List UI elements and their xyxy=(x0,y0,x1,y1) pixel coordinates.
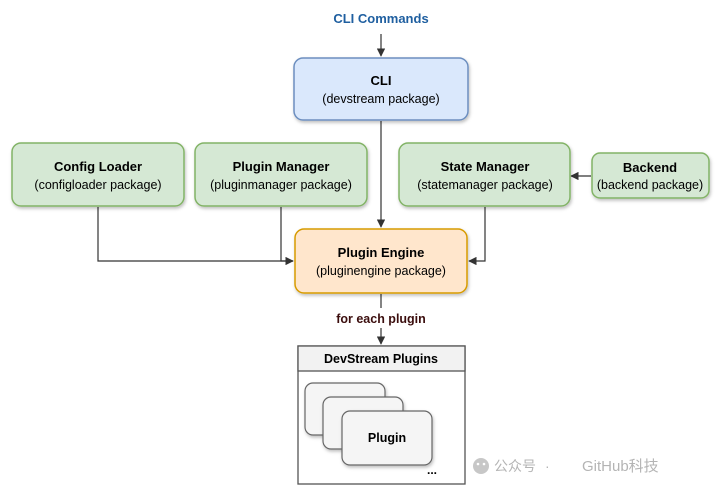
arrow-pluginmanager-to-engine xyxy=(280,207,293,262)
node-state-manager-box xyxy=(398,142,571,207)
plugin-card-front xyxy=(341,410,433,466)
wechat-icon xyxy=(473,458,489,474)
plugins-ellipsis: ... xyxy=(427,463,437,477)
node-plugin-manager: Plugin Manager (pluginmanager package) xyxy=(194,142,368,207)
plugins-container: DevStream Plugins Plugin ... xyxy=(297,345,466,485)
watermark: 公众号 · GitHub科技 xyxy=(473,458,659,475)
watermark-name: GitHub科技 xyxy=(582,458,659,475)
node-plugin-engine: Plugin Engine (pluginengine package) xyxy=(294,228,468,294)
plugins-container-header xyxy=(297,345,466,372)
node-backend-title: Backend xyxy=(623,160,677,175)
node-state-manager: State Manager (statemanager package) xyxy=(398,142,571,207)
node-config-loader-box xyxy=(11,142,185,207)
node-cli-subtitle: (devstream package) xyxy=(322,92,439,106)
edge-label-for-each-plugin: for each plugin xyxy=(336,312,426,326)
node-cli: CLI (devstream package) xyxy=(293,57,469,121)
node-cli-title: CLI xyxy=(371,73,392,88)
node-plugin-engine-box xyxy=(294,228,468,294)
node-backend: Backend (backend package) xyxy=(591,152,710,199)
node-backend-box xyxy=(591,152,710,199)
node-plugin-engine-title: Plugin Engine xyxy=(338,245,425,260)
node-plugin-manager-box xyxy=(194,142,368,207)
node-plugin-manager-subtitle: (pluginmanager package) xyxy=(210,178,352,192)
node-backend-subtitle: (backend package) xyxy=(597,178,703,192)
arrow-configloader-to-engine xyxy=(97,207,294,266)
plugins-container-title: DevStream Plugins xyxy=(324,352,438,366)
edge-label-bg xyxy=(324,308,438,328)
node-cli-box xyxy=(293,57,469,121)
node-state-manager-subtitle: (statemanager package) xyxy=(417,178,553,192)
node-config-loader-title: Config Loader xyxy=(54,159,142,174)
node-state-manager-title: State Manager xyxy=(441,159,530,174)
node-plugin-manager-title: Plugin Manager xyxy=(233,159,330,174)
node-plugin-engine-subtitle: (pluginengine package) xyxy=(316,264,446,278)
watermark-prefix: 公众号 xyxy=(494,458,536,474)
plugin-card-label: Plugin xyxy=(368,431,406,445)
arrow-statemanager-to-engine xyxy=(468,207,486,266)
connectors xyxy=(97,34,591,345)
cli-commands-label: CLI Commands xyxy=(333,11,428,26)
watermark-separator: · xyxy=(545,458,550,474)
node-config-loader-subtitle: (configloader package) xyxy=(34,178,161,192)
node-config-loader: Config Loader (configloader package) xyxy=(11,142,185,207)
